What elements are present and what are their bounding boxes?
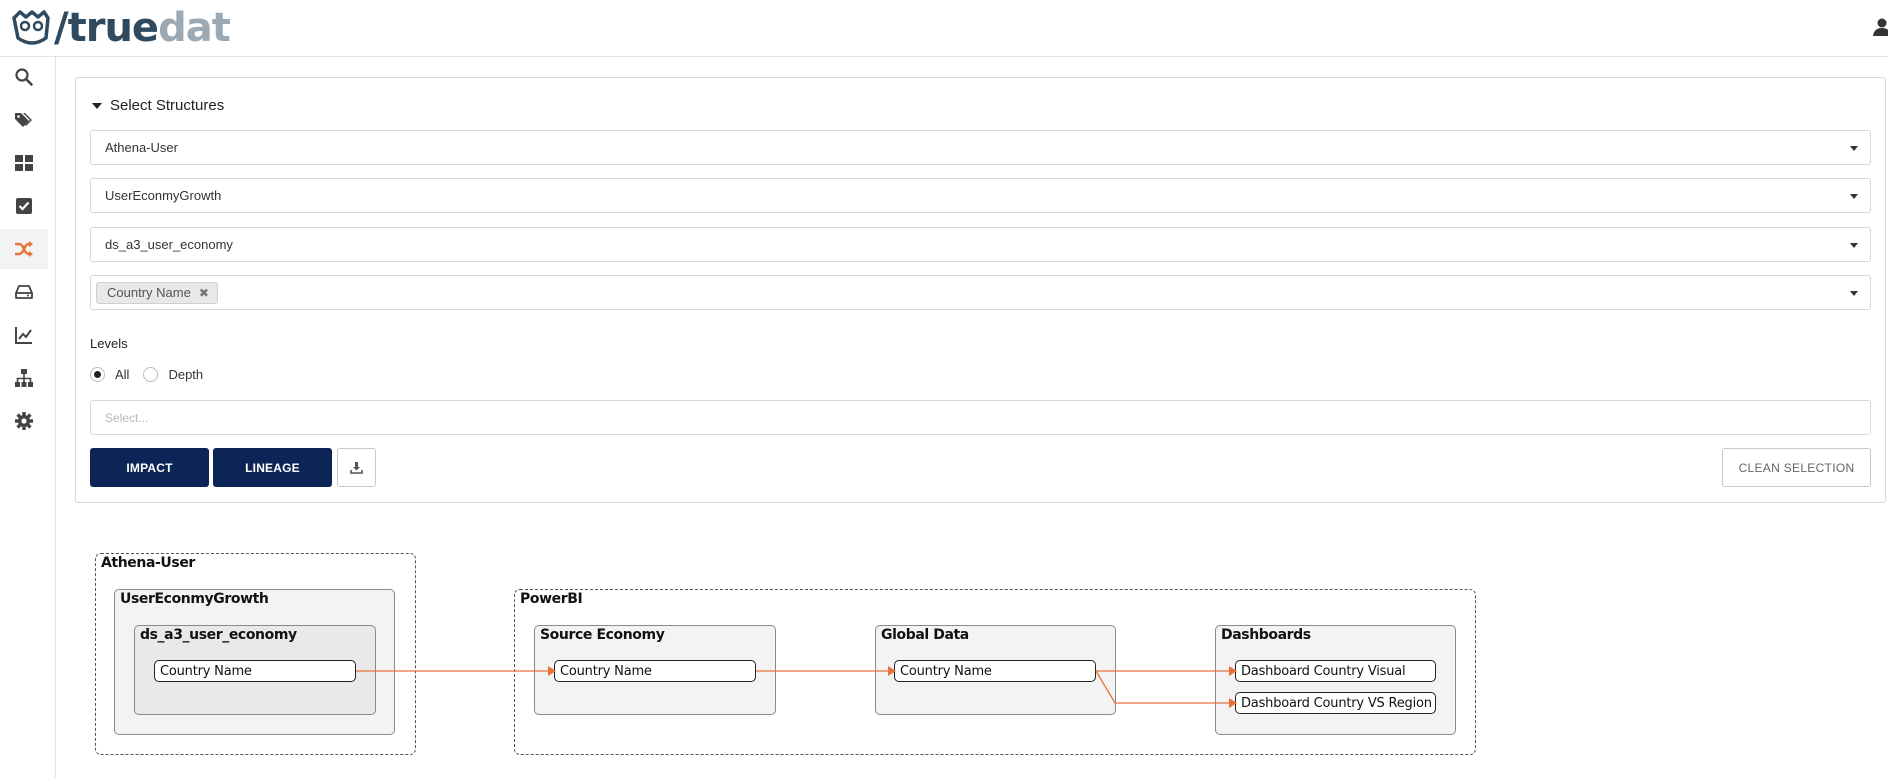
- node-athena-country-name[interactable]: Country Name: [154, 660, 356, 682]
- group-ds-a3-label: ds_a3_user_economy: [140, 627, 297, 643]
- download-icon: [350, 462, 363, 474]
- dropdown-caret-icon: [1850, 291, 1858, 296]
- sidebar-item-tags[interactable]: [0, 100, 48, 140]
- system-dropdown-value: Athena-User: [105, 140, 178, 155]
- sidebar: [0, 57, 56, 778]
- radio-depth[interactable]: [143, 367, 159, 382]
- node-dashboard-country-visual[interactable]: Dashboard Country Visual: [1235, 660, 1436, 682]
- radio-depth-label[interactable]: Depth: [168, 367, 204, 382]
- hierarchy-icon: [15, 369, 33, 387]
- panel-title: Select Structures: [110, 97, 225, 114]
- user-icon[interactable]: [1872, 17, 1888, 37]
- sidebar-item-charts[interactable]: [0, 315, 48, 355]
- sidebar-item-checks[interactable]: [0, 186, 48, 226]
- logo-text-true: /true: [54, 5, 159, 51]
- group-dashboards-label: Dashboards: [1221, 627, 1311, 643]
- dropdown-caret-icon: [1850, 243, 1858, 248]
- lineage-button[interactable]: LINEAGE: [213, 448, 332, 487]
- search-icon: [15, 68, 33, 86]
- group-dropdown[interactable]: UserEconmyGrowth: [90, 178, 1871, 213]
- group-source-economy-label: Source Economy: [540, 627, 665, 643]
- tags-icon: [15, 113, 32, 127]
- sidebar-item-search[interactable]: [0, 57, 48, 97]
- field-chip-label: Country Name: [107, 285, 191, 300]
- sidebar-item-settings[interactable]: [0, 401, 48, 441]
- impact-button[interactable]: IMPACT: [90, 448, 209, 487]
- sidebar-item-dashboard[interactable]: [0, 143, 48, 183]
- group-global-data-label: Global Data: [881, 627, 969, 643]
- node-source-country-name[interactable]: Country Name: [554, 660, 756, 682]
- sidebar-item-lineage[interactable]: [0, 229, 48, 269]
- caret-down-icon: [92, 102, 102, 109]
- dropdown-caret-icon: [1850, 146, 1858, 151]
- radio-all-label[interactable]: All: [115, 367, 130, 382]
- levels-label: Levels: [90, 336, 128, 351]
- structure-dropdown-value: ds_a3_user_economy: [105, 237, 233, 252]
- dropdown-caret-icon: [1850, 194, 1858, 199]
- group-powerbi-label: PowerBI: [520, 591, 583, 607]
- group-athena-user-label: Athena-User: [101, 555, 195, 571]
- logo-text-dat: dat: [158, 5, 231, 51]
- group-powerbi: [514, 589, 1476, 755]
- sidebar-item-storage[interactable]: [0, 272, 48, 312]
- logo-text: /truedat: [54, 4, 231, 52]
- gear-icon: [15, 412, 33, 430]
- select-structures-panel: Select Structures Athena-User UserEconmy…: [75, 77, 1886, 503]
- radio-all[interactable]: [90, 367, 105, 382]
- truedat-logo[interactable]: /truedat: [10, 4, 231, 52]
- node-global-country-name[interactable]: Country Name: [894, 660, 1096, 682]
- depth-select[interactable]: Select...: [90, 400, 1871, 435]
- chart-icon: [15, 327, 32, 344]
- structure-dropdown[interactable]: ds_a3_user_economy: [90, 227, 1871, 262]
- group-dropdown-value: UserEconmyGrowth: [105, 188, 222, 203]
- storage-icon: [15, 285, 33, 299]
- chip-remove-icon[interactable]: ✖: [198, 285, 209, 300]
- levels-radio-group: All Depth: [90, 367, 217, 382]
- sidebar-item-hierarchy[interactable]: [0, 358, 48, 398]
- checkbox-icon: [16, 198, 32, 214]
- dashboard-icon: [15, 155, 33, 171]
- download-button[interactable]: [337, 448, 376, 487]
- top-bar: /truedat: [0, 0, 1888, 57]
- depth-select-placeholder: Select...: [105, 410, 149, 425]
- lineage-graph: Athena-User UserEconmyGrowth ds_a3_user_…: [0, 540, 1888, 778]
- lineage-icon: [15, 241, 33, 257]
- clean-selection-button[interactable]: CLEAN SELECTION: [1722, 448, 1871, 487]
- owl-logo-icon: [12, 10, 50, 45]
- node-dashboard-country-vs-region[interactable]: Dashboard Country VS Region: [1235, 692, 1436, 714]
- group-userecon-label: UserEconmyGrowth: [120, 591, 269, 607]
- select-structures-toggle[interactable]: Select Structures: [92, 97, 224, 114]
- field-multiselect[interactable]: Country Name ✖: [90, 275, 1871, 310]
- field-chip: Country Name ✖: [96, 281, 218, 304]
- group-athena-user: [95, 553, 416, 755]
- system-dropdown[interactable]: Athena-User: [90, 130, 1871, 165]
